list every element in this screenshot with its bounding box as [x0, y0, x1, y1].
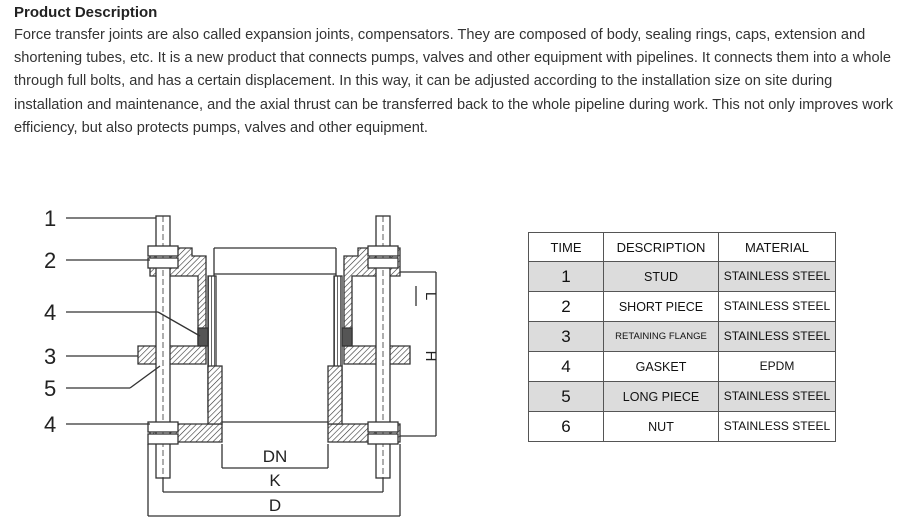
callout-2: 2: [44, 248, 56, 273]
callout-5: 5: [44, 376, 56, 401]
dimension-h: H: [422, 351, 439, 362]
dimension-d: D: [269, 496, 281, 515]
table-row: 2 SHORT PIECE STAINLESS STEEL: [528, 291, 836, 322]
cell-material: STAINLESS STEEL: [718, 321, 836, 352]
cell-time: 2: [528, 291, 604, 322]
cell-description: RETAINING FLANGE: [603, 321, 719, 352]
table-row: 6 NUT STAINLESS STEEL: [528, 411, 836, 442]
cell-description: GASKET: [603, 351, 719, 382]
cell-time: 3: [528, 321, 604, 352]
callout-3: 3: [44, 344, 56, 369]
cell-time: 5: [528, 381, 604, 412]
dimension-l: L: [422, 292, 439, 300]
cell-time: 1: [528, 261, 604, 292]
col-header-description: DESCRIPTION: [603, 232, 719, 262]
callout-4-upper: 4: [44, 300, 56, 325]
cell-material: STAINLESS STEEL: [718, 411, 836, 442]
cell-description: LONG PIECE: [603, 381, 719, 412]
section-heading: Product Description: [14, 4, 158, 21]
callout-4-lower: 4: [44, 412, 56, 437]
cell-time: 6: [528, 411, 604, 442]
product-description: Force transfer joints are also called ex…: [14, 27, 894, 136]
table-row: 5 LONG PIECE STAINLESS STEEL: [528, 381, 836, 412]
table-row: 4 GASKET EPDM: [528, 351, 836, 382]
col-header-material: MATERIAL: [718, 232, 836, 262]
cell-description: SHORT PIECE: [603, 291, 719, 322]
cell-material: EPDM: [718, 351, 836, 382]
joint-drawing: 1 2 4 3 5 4 DN K D L H: [44, 206, 439, 517]
parts-table: TIME DESCRIPTION MATERIAL 1 STUD STAINLE…: [528, 232, 836, 442]
cell-time: 4: [528, 351, 604, 382]
table-header-row: TIME DESCRIPTION MATERIAL: [528, 232, 836, 262]
table-row: 3 RETAINING FLANGE STAINLESS STEEL: [528, 321, 836, 352]
dimension-k: K: [269, 471, 281, 490]
dimension-dn: DN: [263, 447, 288, 466]
cell-description: STUD: [603, 261, 719, 292]
cell-description: NUT: [603, 411, 719, 442]
callout-1: 1: [44, 206, 56, 231]
cell-material: STAINLESS STEEL: [718, 381, 836, 412]
col-header-time: TIME: [528, 232, 604, 262]
table-row: 1 STUD STAINLESS STEEL: [528, 261, 836, 292]
cell-material: STAINLESS STEEL: [718, 291, 836, 322]
cell-material: STAINLESS STEEL: [718, 261, 836, 292]
